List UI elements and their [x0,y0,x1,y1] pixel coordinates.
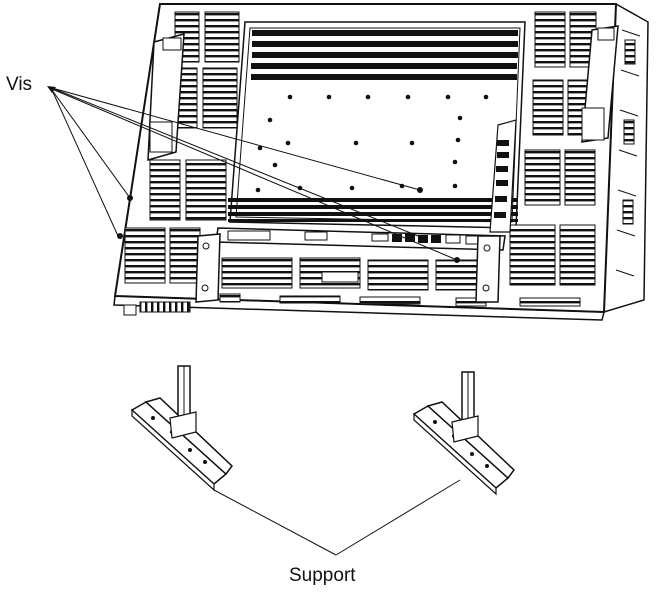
stand-leader-lines [213,479,461,556]
power-inlet [123,301,191,316]
stand-brackets [195,233,501,303]
left-stand [130,365,234,492]
monitor-back [113,2,649,321]
screws-label: Vis [6,74,33,95]
screws-leader-lines [47,86,458,261]
central-vents [228,30,518,222]
stand-label: Support [289,565,356,586]
side-terminal-panel [489,119,517,233]
mount-holes [255,94,489,193]
side-ribs [615,29,641,277]
right-handle [581,25,619,143]
right-stand [412,371,516,496]
